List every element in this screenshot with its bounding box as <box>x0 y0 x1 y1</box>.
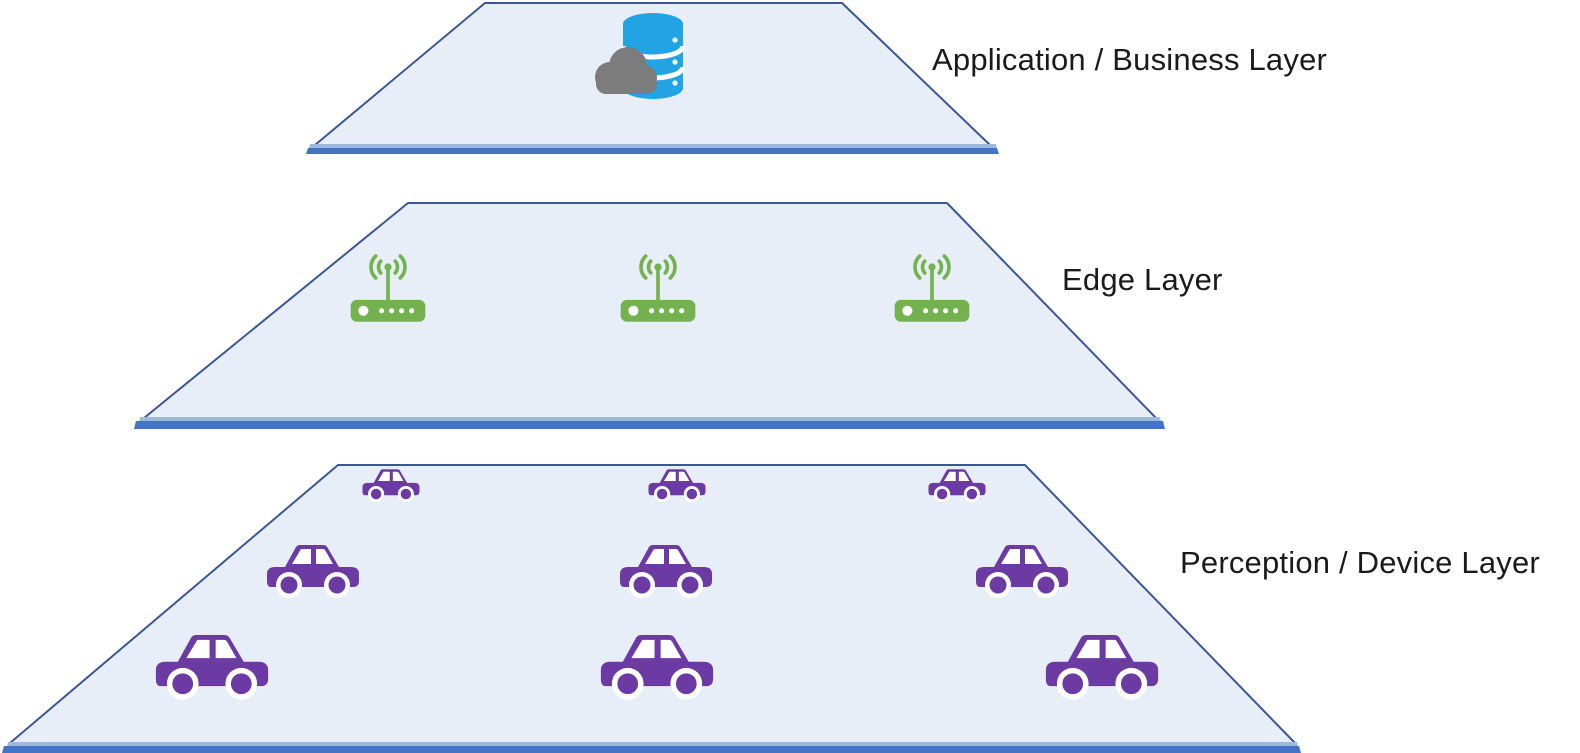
wifi-router-icon <box>891 250 973 326</box>
perception-layer-edge-highlight <box>7 742 1298 747</box>
edge-layer-edge-highlight <box>139 417 1161 422</box>
edge-layer-edge <box>134 421 1165 429</box>
perception-layer-plate <box>9 464 1296 744</box>
application-layer-edge <box>306 148 999 154</box>
car-icon <box>972 537 1072 599</box>
edge-layer-label: Edge Layer <box>1062 262 1223 297</box>
perception-layer-label: Perception / Device Layer <box>1180 545 1540 580</box>
cloud-database-icon <box>590 10 690 106</box>
wifi-router-icon <box>617 250 699 326</box>
car-icon <box>1041 625 1163 701</box>
car-icon <box>263 537 363 599</box>
car-icon <box>646 464 708 503</box>
car-icon <box>616 537 716 599</box>
application-layer-edge-highlight <box>309 144 997 149</box>
car-icon <box>151 625 273 701</box>
wifi-router-icon <box>347 250 429 326</box>
car-icon <box>596 625 718 701</box>
application-layer-label: Application / Business Layer <box>932 42 1328 77</box>
car-icon <box>360 464 422 503</box>
perception-layer-edge <box>2 746 1301 753</box>
car-icon <box>926 464 988 503</box>
